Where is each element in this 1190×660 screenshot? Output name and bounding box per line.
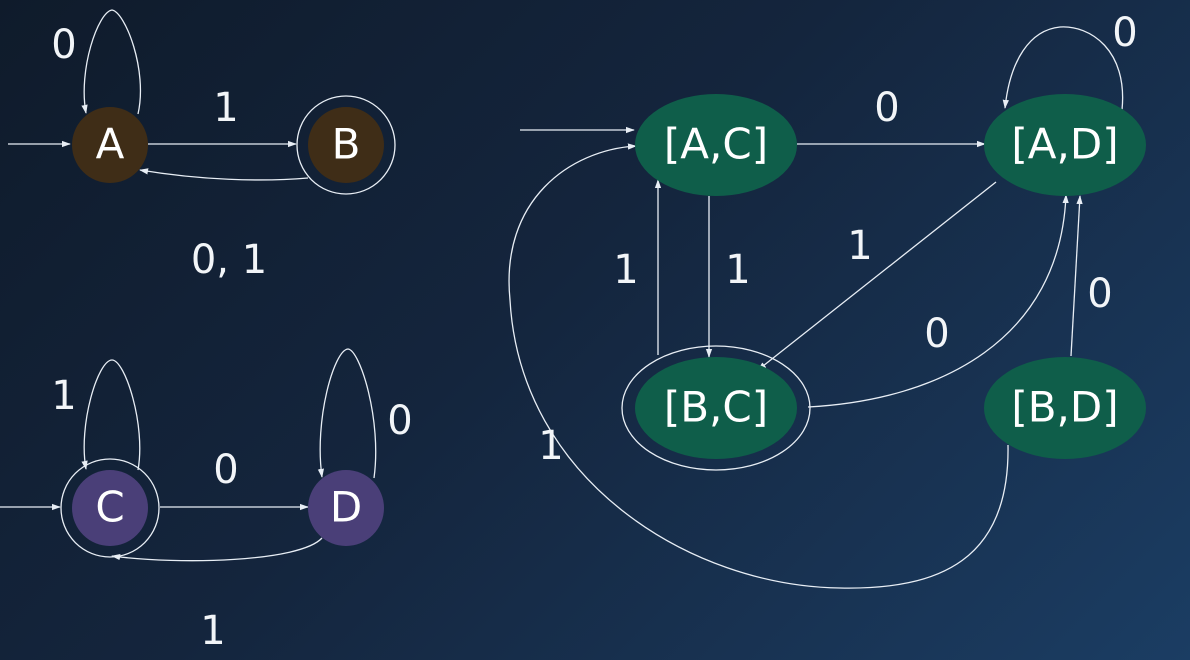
state-d-circle xyxy=(308,470,384,546)
label-d-self: 0 xyxy=(387,398,412,444)
edge-b-to-a xyxy=(139,168,309,181)
edge-c-self xyxy=(81,359,141,471)
edge-d-self xyxy=(317,348,377,479)
state-ad-ellipse xyxy=(984,94,1146,196)
state-b-accept-ring xyxy=(296,95,396,195)
state-ad[interactable]: [A,D] xyxy=(984,94,1146,196)
state-c-circle xyxy=(72,470,148,546)
state-bd-ellipse xyxy=(984,357,1146,459)
automaton-2: 1 0 0 1 C D xyxy=(0,348,413,654)
label-ad-self: 0 xyxy=(1112,10,1137,56)
label-c-to-d: 0 xyxy=(213,447,238,493)
edge-bc-to-ad xyxy=(807,194,1069,408)
state-a-label: A xyxy=(96,120,125,169)
label-ad-to-bc: 1 xyxy=(847,223,872,269)
edge-ad-self xyxy=(1002,26,1124,111)
label-ac-to-ad: 0 xyxy=(874,85,899,131)
label-bc-to-ad: 0 xyxy=(924,311,949,357)
automaton-1: 0 1 0, 1 A B xyxy=(8,9,396,283)
state-d-label: D xyxy=(330,483,362,532)
label-b-to-a: 0, 1 xyxy=(191,237,267,283)
edge-bd-to-ac xyxy=(508,143,1009,589)
label-a-to-b: 1 xyxy=(213,85,238,131)
product-automaton: 0 0 1 1 1 0 0 1 [A,C] [A,D] [B,C] [ xyxy=(508,10,1146,589)
edge-a-self xyxy=(81,9,142,115)
state-b-label: B xyxy=(332,120,361,169)
label-d-to-c: 1 xyxy=(200,608,225,654)
label-bd-to-ac: 1 xyxy=(538,423,563,469)
state-bc-accept-ring xyxy=(621,345,811,471)
edge-d-to-c xyxy=(111,537,323,562)
state-c[interactable]: C xyxy=(60,458,160,558)
label-ac-to-bc: 1 xyxy=(725,247,750,293)
state-bc[interactable]: [B,C] xyxy=(621,345,811,471)
label-bc-to-ac: 1 xyxy=(613,247,638,293)
state-ac[interactable]: [A,C] xyxy=(635,94,797,196)
state-ad-label: [A,D] xyxy=(1011,120,1118,169)
label-c-self: 1 xyxy=(51,373,76,419)
state-b[interactable]: B xyxy=(296,95,396,195)
state-d[interactable]: D xyxy=(308,470,384,546)
state-a-circle xyxy=(72,107,148,183)
state-bc-ellipse xyxy=(635,357,797,459)
state-b-circle xyxy=(308,107,384,183)
state-ac-label: [A,C] xyxy=(664,120,768,169)
state-a[interactable]: A xyxy=(72,107,148,183)
edge-bd-to-ad xyxy=(1070,195,1083,357)
state-bd-label: [B,D] xyxy=(1011,383,1118,432)
edge-ad-to-bc xyxy=(757,181,997,371)
state-ac-ellipse xyxy=(635,94,797,196)
state-bc-label: [B,C] xyxy=(664,383,768,432)
label-a-self: 0 xyxy=(51,22,76,68)
state-c-label: C xyxy=(95,483,124,532)
state-bd[interactable]: [B,D] xyxy=(984,357,1146,459)
state-c-accept-ring xyxy=(60,458,160,558)
label-bd-to-ad: 0 xyxy=(1087,271,1112,317)
